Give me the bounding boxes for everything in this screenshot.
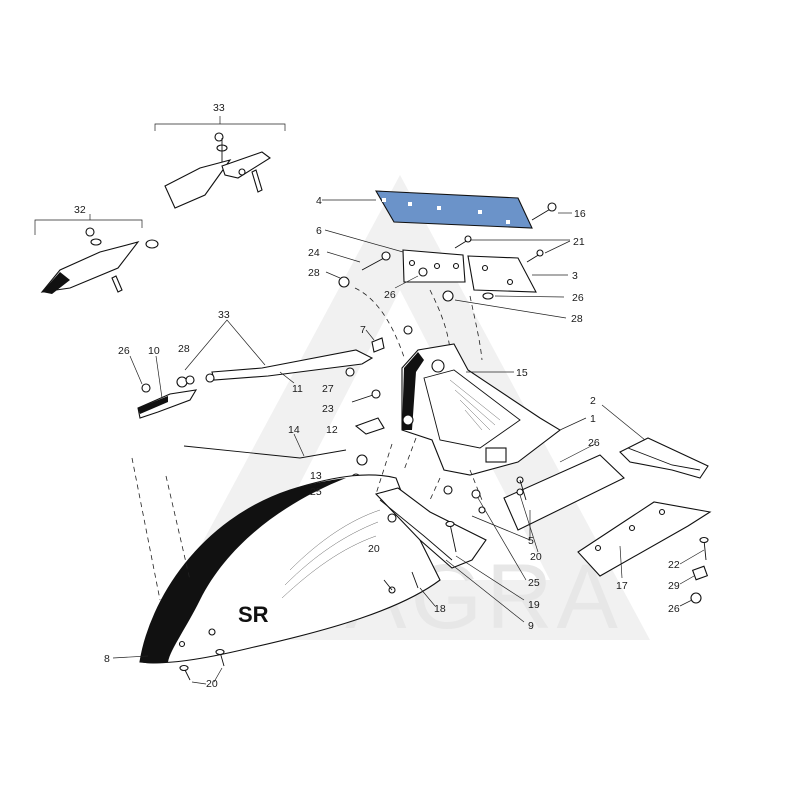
callout-2: 2 <box>590 395 596 407</box>
frog-fasteners <box>443 485 531 581</box>
callout-8: 8 <box>104 653 110 665</box>
callout-16: 16 <box>574 208 586 220</box>
callout-26c: 26 <box>118 345 130 357</box>
part-33-bracket <box>154 116 286 209</box>
callout-20c: 20 <box>206 678 218 690</box>
callout-28a: 28 <box>308 267 320 279</box>
callout-25b: 25 <box>528 577 540 589</box>
callout-27: 27 <box>322 383 334 395</box>
fasteners-24-28-26 <box>325 251 567 319</box>
callout-26d: 26 <box>588 437 600 449</box>
callout-33: 33 <box>213 102 225 114</box>
callout-21: 21 <box>573 236 585 248</box>
part-32-bracket <box>34 214 159 294</box>
part-2-point <box>601 404 709 479</box>
callout-20b: 20 <box>530 551 542 563</box>
small-fasteners <box>345 325 413 483</box>
part-5-share <box>503 443 625 553</box>
mouldboard-label: SR <box>238 602 269 627</box>
callout-26b: 26 <box>572 292 584 304</box>
callout-19: 19 <box>528 599 540 611</box>
callout-32: 32 <box>74 204 86 216</box>
callout-13: 13 <box>310 470 322 482</box>
callout-5: 5 <box>528 535 534 547</box>
part-1 <box>559 417 587 431</box>
callout-25a: 25 <box>310 486 322 498</box>
part-19-9-plates <box>374 487 525 623</box>
callout-26a: 26 <box>384 289 396 301</box>
callout-24: 24 <box>308 247 320 259</box>
bolts-16-21 <box>454 202 572 263</box>
callout-28b: 28 <box>571 313 583 325</box>
callout-28c: 28 <box>178 343 190 355</box>
callout-11: 11 <box>292 383 303 395</box>
callout-20a: 20 <box>368 543 380 555</box>
callout-6: 6 <box>316 225 322 237</box>
fasteners-22-29-26 <box>679 536 709 607</box>
callout-22: 22 <box>668 559 680 571</box>
part-4-plate <box>322 190 533 229</box>
callout-14: 14 <box>288 424 300 436</box>
callout-30: 33 <box>218 309 230 321</box>
part-10-bracket <box>129 355 215 419</box>
part-17-landside <box>577 501 712 579</box>
callout-4: 4 <box>316 195 322 207</box>
bottom-bolts-20 <box>179 648 225 685</box>
part-15-frog <box>401 343 561 476</box>
assembly-lines-lower <box>131 437 483 601</box>
callout-18: 18 <box>434 603 446 615</box>
part-30-rod <box>184 319 374 384</box>
callout-23: 23 <box>322 403 334 415</box>
callout-7: 7 <box>360 324 366 336</box>
callout-26e: 26 <box>668 603 680 615</box>
callout-3: 3 <box>572 270 578 282</box>
callout-9: 9 <box>528 620 534 632</box>
callout-15: 15 <box>516 367 528 379</box>
callout-17: 17 <box>616 580 628 592</box>
part-18 <box>383 571 436 607</box>
part-14-rod <box>183 433 347 459</box>
parts-6-3-plates <box>324 229 568 293</box>
callout-10: 10 <box>148 345 160 357</box>
callout-12: 12 <box>326 424 338 436</box>
callout-29: 29 <box>668 580 680 592</box>
callout-labels: 33 32 4 16 21 6 24 28 3 26 26 28 33 7 26… <box>74 102 680 690</box>
part-8-mouldboard: SR <box>112 474 441 664</box>
callout-1: 1 <box>590 413 596 425</box>
